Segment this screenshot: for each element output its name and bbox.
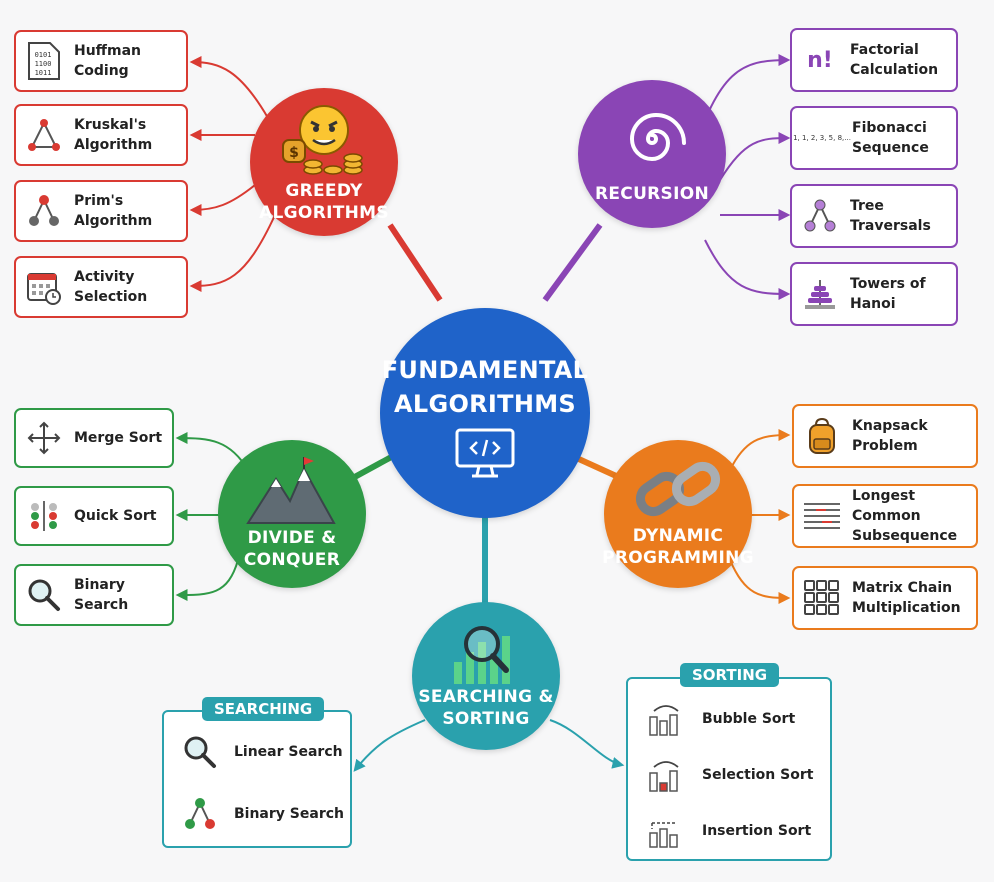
card-label: Activity Selection [74, 269, 148, 305]
card-label: Binary Search [74, 577, 129, 613]
binary-search-card[interactable]: Binary Search [14, 564, 174, 626]
prims-algorithm-card[interactable]: Prim's Algorithm [14, 180, 188, 242]
selection-sort-item[interactable]: Selection Sort [646, 757, 813, 793]
bubble-sort-icon [649, 705, 679, 736]
searching-group: Linear Search Binary Search [162, 710, 352, 848]
card-label: Prim's Algorithm [74, 193, 153, 229]
svg-text:1011: 1011 [35, 69, 52, 77]
factorial-icon: n! [807, 47, 833, 73]
dynamic-programming-label: DYNAMIC PROGRAMMING [602, 526, 754, 568]
insertion-sort-icon [649, 822, 678, 848]
text-lines-icon [802, 496, 842, 536]
magnifier-icon [24, 575, 64, 615]
factorial-calculation-card[interactable]: n! Factorial Calculation [790, 28, 958, 92]
linear-search-item[interactable]: Linear Search [182, 734, 343, 770]
knapsack-problem-card[interactable]: Knapsack Problem [792, 404, 978, 468]
item-label: Linear Search [234, 744, 343, 760]
card-label: Towers of Hanoi [850, 276, 926, 312]
svg-text:0101: 0101 [35, 51, 52, 59]
item-label: Bubble Sort [702, 711, 796, 727]
divide-conquer-node: DIVIDE & CONQUER [218, 440, 366, 588]
towers-of-hanoi-card[interactable]: Towers of Hanoi [790, 262, 958, 326]
pivot-dots-icon [24, 496, 64, 536]
backpack-icon [802, 416, 842, 456]
card-label: Longest Common Subsequence [852, 488, 958, 544]
card-label: Quick Sort [74, 508, 157, 524]
kruskals-algorithm-card[interactable]: Kruskal's Algorithm [14, 104, 188, 166]
dynamic-programming-node: DYNAMIC PROGRAMMING [602, 440, 754, 588]
searching-sorting-label: SEARCHING & SORTING [418, 687, 554, 729]
greedy-algorithms-node: $ GREEDY ALGORITHMS [250, 88, 398, 236]
mountain-flag-icon [246, 457, 336, 524]
fibonacci-sequence-card[interactable]: 1, 1, 2, 3, 5, 8,... Fibonacci Sequence [790, 106, 958, 170]
quick-sort-card[interactable]: Quick Sort [14, 486, 174, 546]
magnifier-icon [184, 736, 216, 768]
spiral-icon [629, 112, 686, 162]
activity-selection-card[interactable]: Activity Selection [14, 256, 188, 318]
sorting-group: Bubble Sort Selection Sort Insertion Sor… [626, 677, 832, 861]
card-label: Matrix Chain Multiplication [852, 580, 961, 616]
matrix-chain-multiplication-card[interactable]: Matrix Chain Multiplication [792, 566, 978, 630]
recursion-label: RECURSION [594, 184, 710, 204]
card-label: Knapsack Problem [852, 418, 928, 454]
card-label: Factorial Calculation [850, 42, 939, 78]
tree-graph-icon [24, 191, 64, 231]
tree-icon [800, 196, 840, 236]
merge-sort-card[interactable]: Merge Sort [14, 408, 174, 468]
sorting-group-title: SORTING [680, 663, 780, 687]
arrows-merge-icon [24, 418, 64, 458]
triangle-graph-icon [24, 115, 64, 155]
item-label: Binary Search [234, 806, 344, 822]
chain-link-icon [635, 461, 721, 517]
sequence-icon: 1, 1, 2, 3, 5, 8,... [793, 134, 851, 142]
center-node: FUNDAMENTAL ALGORITHMS [380, 308, 590, 518]
divide-conquer-label: DIVIDE & CONQUER [243, 528, 341, 570]
tree-traversals-card[interactable]: Tree Traversals [790, 184, 958, 248]
card-label: Huffman Coding [74, 43, 142, 79]
matrix-grid-icon [802, 578, 842, 618]
selection-sort-icon [649, 761, 679, 792]
chart-magnifier-icon [454, 626, 510, 684]
huffman-coding-card[interactable]: 0101 1100 1011 Huffman Coding [14, 30, 188, 92]
binary-search-item[interactable]: Binary Search [182, 796, 344, 832]
insertion-sort-item[interactable]: Insertion Sort [646, 813, 811, 849]
binary-file-icon: 0101 1100 1011 [24, 41, 64, 81]
greedy-algorithms-label: GREEDY ALGORITHMS [259, 181, 389, 223]
greedy-face-coins-icon: $ [282, 105, 363, 175]
card-label: Kruskal's Algorithm [74, 117, 153, 153]
hanoi-tower-icon [800, 274, 840, 314]
svg-text:$: $ [289, 145, 299, 161]
tree-graph-icon [185, 798, 215, 829]
item-label: Insertion Sort [702, 823, 812, 839]
card-label: Merge Sort [74, 430, 163, 446]
card-label: Fibonacci Sequence [852, 120, 929, 156]
monitor-code-icon [455, 428, 515, 478]
searching-group-title: SEARCHING [202, 697, 325, 721]
searching-sorting-node: SEARCHING & SORTING [412, 602, 560, 750]
svg-text:1100: 1100 [35, 60, 52, 68]
bubble-sort-item[interactable]: Bubble Sort [646, 701, 795, 737]
longest-common-subsequence-card[interactable]: Longest Common Subsequence [792, 484, 978, 548]
calendar-clock-icon [24, 267, 64, 307]
card-label: Tree Traversals [850, 198, 931, 234]
item-label: Selection Sort [702, 767, 814, 783]
center-title: FUNDAMENTAL ALGORITHMS [381, 356, 589, 418]
recursion-node: RECURSION [578, 80, 726, 228]
